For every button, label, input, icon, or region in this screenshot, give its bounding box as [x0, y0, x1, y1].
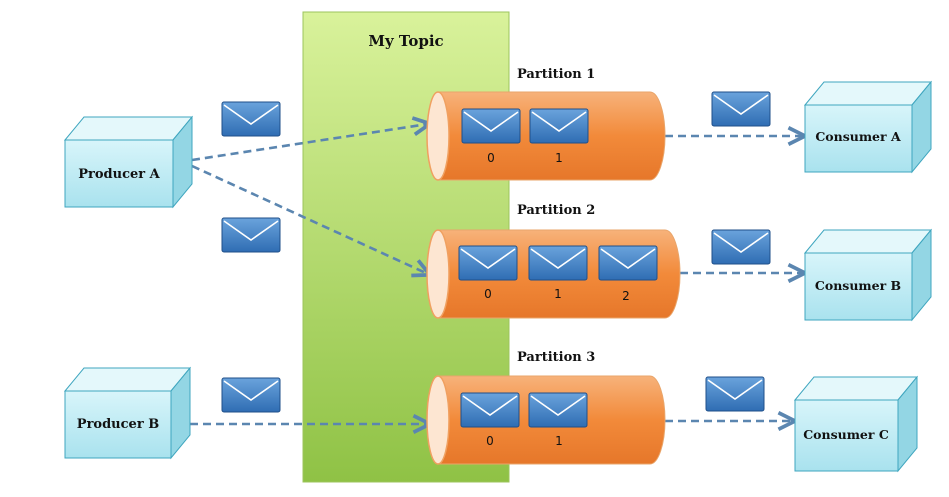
partition-2-label: Partition 2 — [517, 203, 595, 218]
envelope-icon — [598, 245, 658, 281]
partition-1-messages: 0 1 — [461, 108, 589, 165]
envelope-icon — [711, 229, 771, 265]
connector-arrows — [190, 124, 803, 424]
envelope-icon — [460, 392, 520, 428]
envelope-icon — [528, 392, 588, 428]
consumer-b-box: Consumer B — [803, 228, 933, 322]
envelope-icon — [528, 245, 588, 281]
envelope-icon — [705, 376, 765, 412]
producer-b-label: Producer B — [77, 417, 159, 432]
offset-label: 1 — [555, 434, 563, 448]
envelope-icon — [461, 108, 521, 144]
offset-label: 0 — [486, 434, 494, 448]
envelope-icon — [458, 245, 518, 281]
producer-a-box: Producer A — [63, 115, 194, 209]
in-flight-messages — [221, 91, 771, 413]
envelope-icon — [711, 91, 771, 127]
offset-label: 2 — [622, 289, 630, 303]
partition-2-messages: 0 1 2 — [458, 245, 658, 303]
producer-a-label: Producer A — [78, 167, 160, 182]
partition-3-label: Partition 3 — [517, 350, 595, 365]
offset-label: 1 — [555, 151, 563, 165]
envelope-icon — [221, 101, 281, 137]
envelope-icon — [221, 377, 281, 413]
producer-b-box: Producer B — [63, 366, 192, 460]
consumer-a-label: Consumer A — [815, 129, 901, 144]
topic-title: My Topic — [368, 32, 443, 50]
consumer-c-box: Consumer C — [793, 375, 919, 473]
offset-label: 0 — [487, 151, 495, 165]
arrow-producer-a-to-partition-2 — [191, 164, 428, 274]
envelope-icon — [529, 108, 589, 144]
offset-label: 1 — [554, 287, 562, 301]
consumer-c-label: Consumer C — [803, 427, 889, 442]
consumer-b-label: Consumer B — [815, 278, 901, 293]
consumer-a-box: Consumer A — [803, 80, 933, 174]
partition-1-label: Partition 1 — [517, 67, 595, 82]
partition-3-messages: 0 1 — [460, 392, 588, 448]
envelope-icon — [221, 217, 281, 253]
offset-label: 0 — [484, 287, 492, 301]
arrow-producer-a-to-partition-1 — [191, 124, 428, 162]
